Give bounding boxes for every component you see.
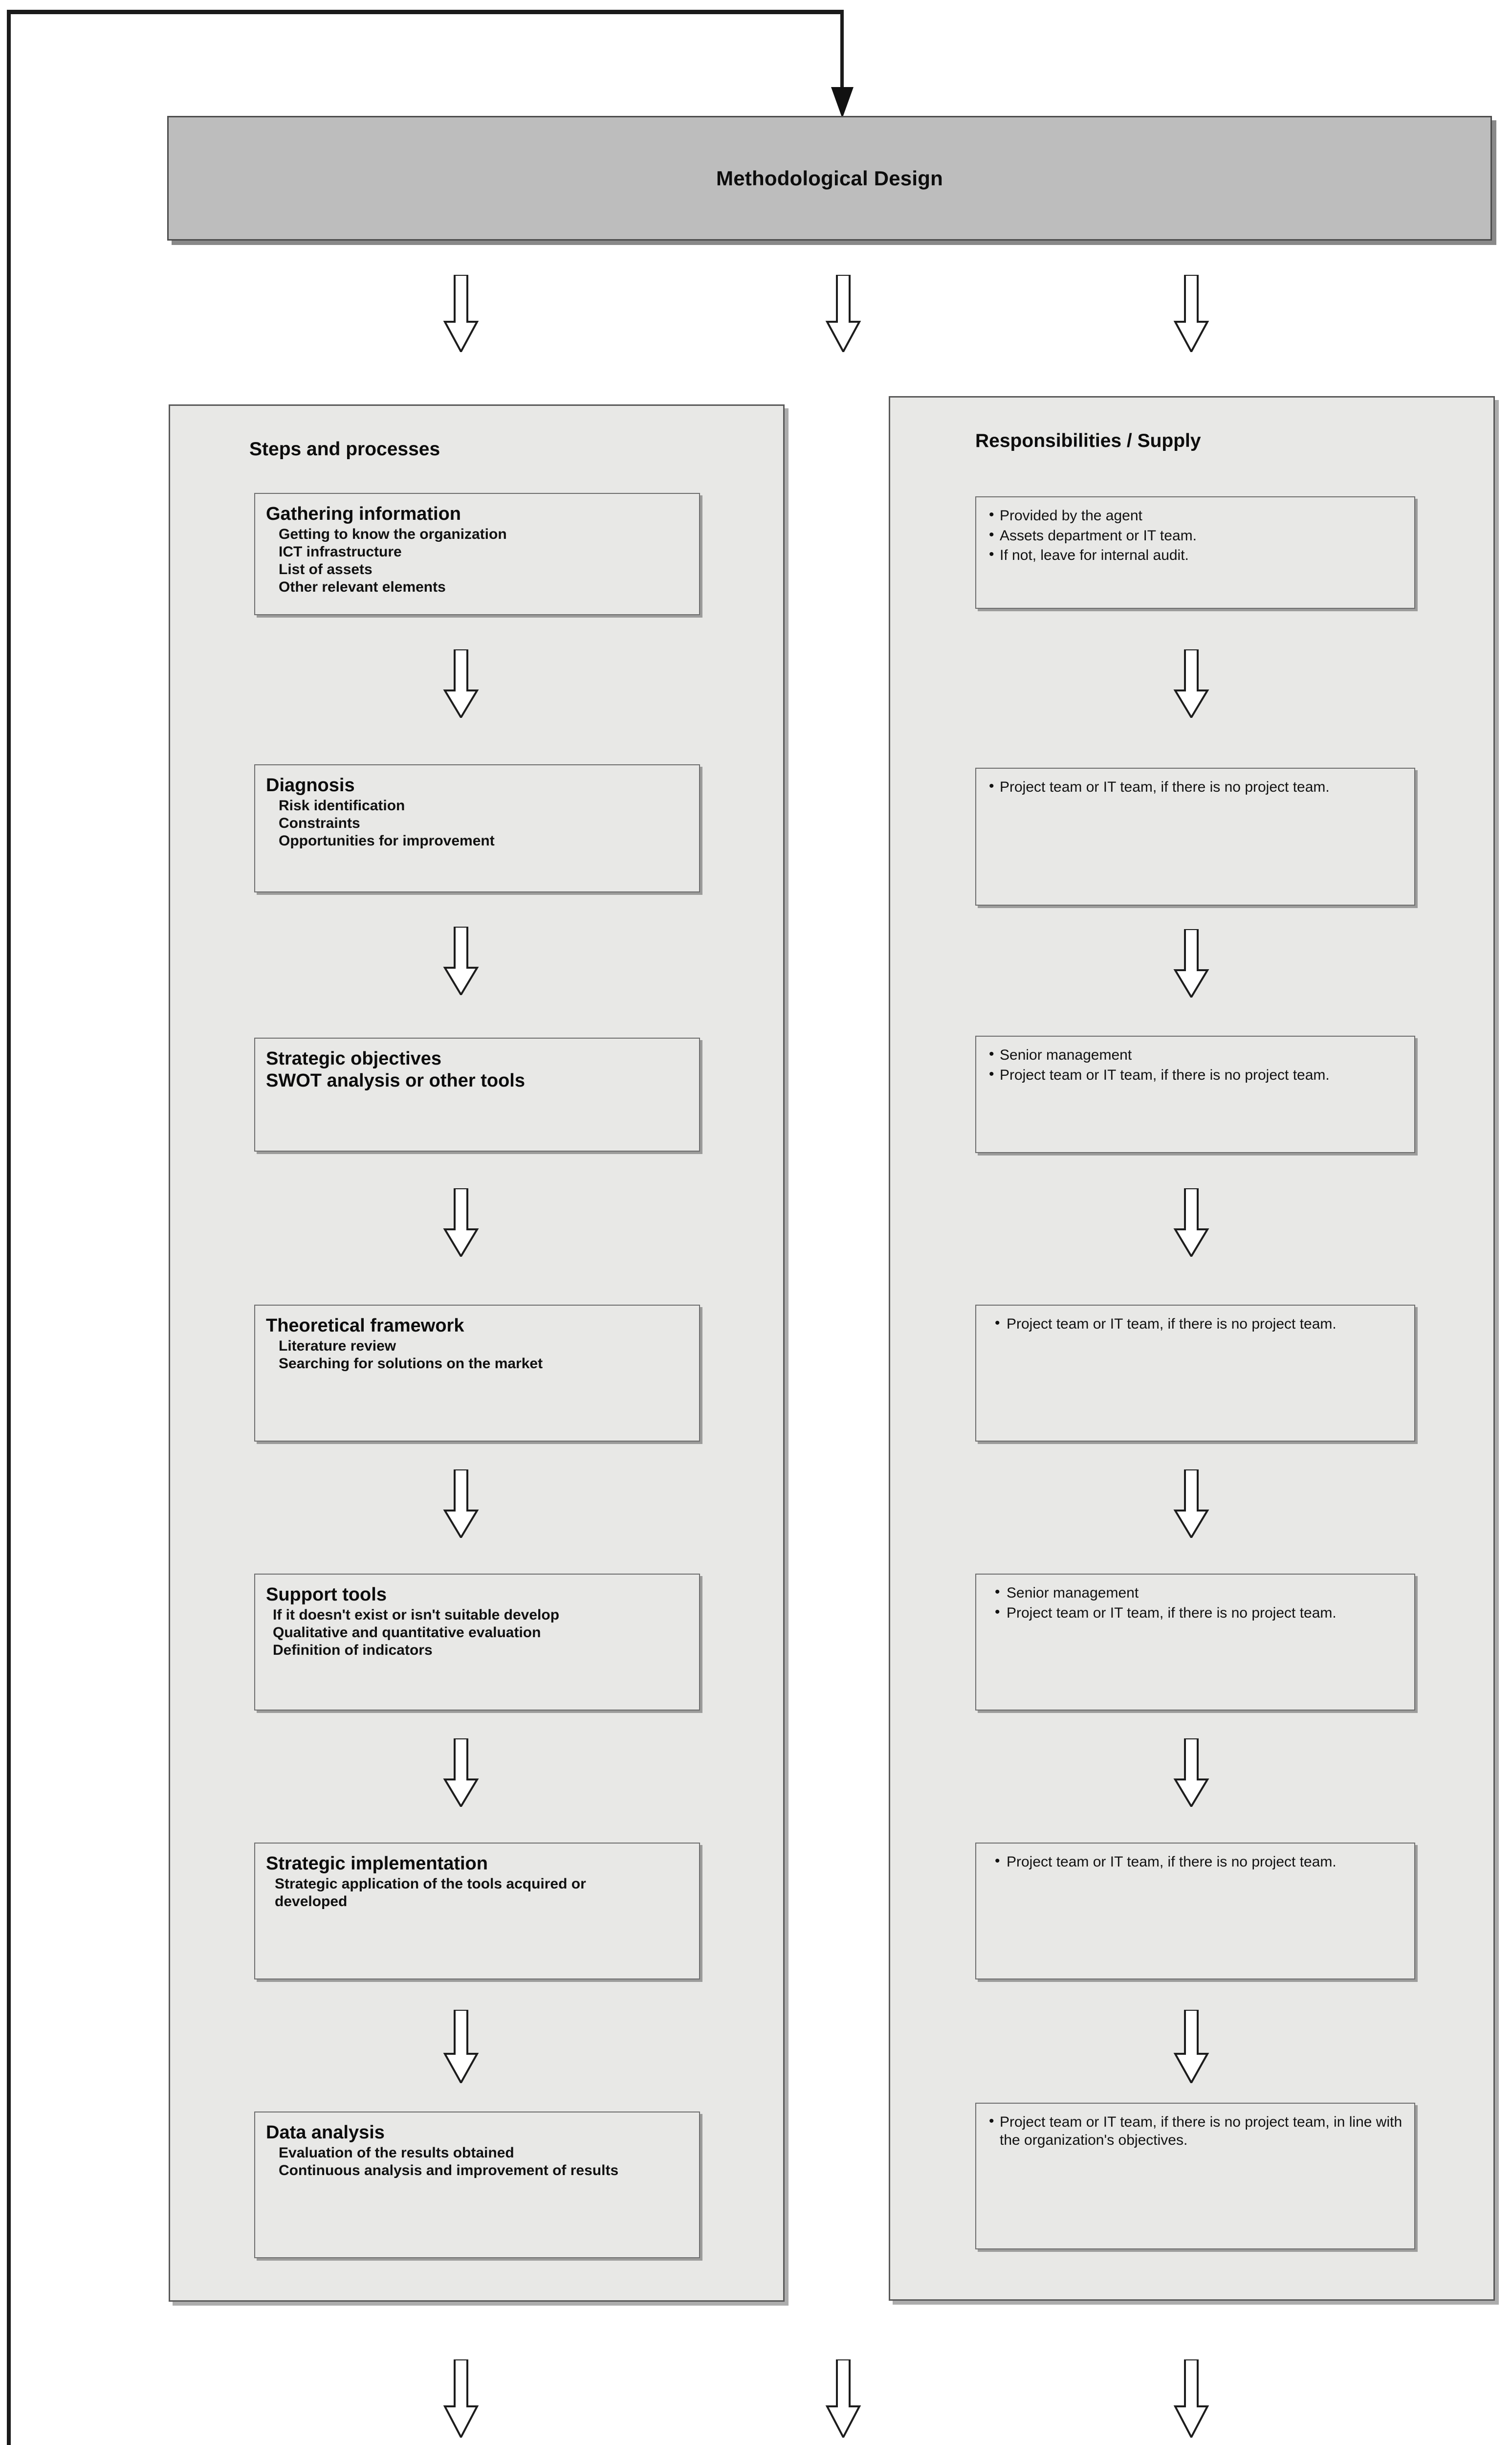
- responsibility-item: Project team or IT team, if there is no …: [987, 1066, 1403, 1085]
- step-card-strategic-implementation: Strategic implementation Strategic appli…: [254, 1843, 700, 1979]
- responsibility-card-3: Senior management Project team or IT tea…: [975, 1036, 1415, 1153]
- responsibility-item: Senior management: [987, 1583, 1403, 1602]
- feedback-loop-arrowhead-icon: [827, 87, 857, 118]
- block-arrow-down-icon: [1173, 1738, 1209, 1807]
- step-subitem: Literature review: [279, 1337, 396, 1354]
- step-subitem: Other relevant elements: [279, 578, 446, 595]
- panel-left-header: Steps and processes: [249, 439, 440, 460]
- responsibility-item: Project team or IT team, if there is no …: [987, 2112, 1403, 2149]
- step-subitem: Definition of indicators: [273, 1642, 433, 1658]
- responsibility-card-7: Project team or IT team, if there is no …: [975, 2103, 1415, 2249]
- responsibility-card-1: Provided by the agent Assets department …: [975, 496, 1415, 609]
- block-arrow-down-icon: [443, 275, 479, 352]
- step-subitem: Continuous analysis and improvement of r…: [279, 2162, 619, 2178]
- step-subitem: ICT infrastructure: [279, 543, 402, 560]
- block-arrow-down-icon: [443, 2010, 479, 2083]
- responsibility-item: Project team or IT team, if there is no …: [987, 1603, 1403, 1623]
- step-subitem: Searching for solutions on the market: [279, 1355, 543, 1372]
- block-arrow-down-icon: [1173, 1188, 1209, 1257]
- responsibility-list: Project team or IT team, if there is no …: [987, 1314, 1403, 1334]
- block-arrow-down-icon: [443, 649, 479, 718]
- step-title: Data analysis: [266, 2122, 385, 2143]
- step-subitem: Opportunities for improvement: [279, 832, 495, 849]
- block-arrow-down-icon: [443, 2359, 479, 2438]
- step-subitem: Qualitative and quantitative evaluation: [273, 1624, 541, 1641]
- block-arrow-down-icon: [825, 2359, 861, 2438]
- step-title: Theoretical framework: [266, 1315, 464, 1336]
- panel-right-header: Responsibilities / Supply: [975, 430, 1201, 451]
- responsibility-item: Project team or IT team, if there is no …: [987, 1852, 1403, 1871]
- responsibility-list: Senior management Project team or IT tea…: [987, 1583, 1403, 1623]
- step-card-theoretical-framework: Theoretical framework Literature review …: [254, 1305, 700, 1442]
- step-title: Strategic implementation: [266, 1853, 488, 1874]
- step-title: Gathering information: [266, 504, 461, 524]
- responsibility-item: Assets department or IT team.: [987, 526, 1403, 545]
- step-title: Diagnosis: [266, 775, 355, 796]
- responsibility-item: Senior management: [987, 1045, 1403, 1065]
- block-arrow-down-icon: [825, 275, 861, 352]
- block-arrow-down-icon: [1173, 649, 1209, 718]
- block-arrow-down-icon: [1173, 1469, 1209, 1538]
- step-title: Support tools: [266, 1584, 387, 1605]
- responsibility-list: Senior management Project team or IT tea…: [987, 1045, 1403, 1085]
- responsibility-card-2: Project team or IT team, if there is no …: [975, 768, 1415, 906]
- step-subitem: SWOT analysis or other tools: [266, 1070, 525, 1091]
- block-arrow-down-icon: [1173, 2010, 1209, 2083]
- step-title: Strategic objectives: [266, 1048, 442, 1069]
- feedback-loop-left-segment: [7, 10, 11, 2445]
- responsibility-card-6: Project team or IT team, if there is no …: [975, 1843, 1415, 1979]
- block-arrow-down-icon: [1173, 2359, 1209, 2438]
- step-subitem: List of assets: [279, 561, 373, 578]
- responsibility-card-5: Senior management Project team or IT tea…: [975, 1574, 1415, 1711]
- responsibility-list: Provided by the agent Assets department …: [987, 506, 1403, 565]
- step-card-support-tools: Support tools If it doesn't exist or isn…: [254, 1574, 700, 1711]
- responsibility-list: Project team or IT team, if there is no …: [987, 1852, 1403, 1871]
- block-arrow-down-icon: [443, 927, 479, 995]
- step-subitem: Getting to know the organization: [279, 526, 507, 542]
- step-card-data-analysis: Data analysis Evaluation of the results …: [254, 2112, 700, 2258]
- responsibility-item: Project team or IT team, if there is no …: [987, 778, 1403, 797]
- step-card-gathering-information: Gathering information Getting to know th…: [254, 493, 700, 615]
- banner-methodological-design: Methodological Design: [167, 116, 1492, 241]
- feedback-loop-top-segment: [7, 10, 844, 14]
- responsibility-item: Project team or IT team, if there is no …: [987, 1314, 1403, 1334]
- feedback-loop-entry-segment: [840, 10, 844, 92]
- step-subitem: Risk identification: [279, 797, 405, 814]
- block-arrow-down-icon: [1173, 929, 1209, 998]
- banner-top-label: Methodological Design: [716, 166, 943, 190]
- step-card-diagnosis: Diagnosis Risk identification Constraint…: [254, 764, 700, 892]
- responsibility-card-4: Project team or IT team, if there is no …: [975, 1305, 1415, 1442]
- step-subitem: Strategic application of the tools acqui…: [275, 1875, 586, 1910]
- block-arrow-down-icon: [443, 1469, 479, 1538]
- step-subitem: Constraints: [279, 815, 360, 831]
- step-subitem: Evaluation of the results obtained: [279, 2144, 514, 2161]
- block-arrow-down-icon: [443, 1738, 479, 1807]
- step-subitem: If it doesn't exist or isn't suitable de…: [273, 1606, 560, 1623]
- block-arrow-down-icon: [443, 1188, 479, 1257]
- responsibility-item: If not, leave for internal audit.: [987, 546, 1403, 565]
- responsibility-list: Project team or IT team, if there is no …: [987, 778, 1403, 797]
- block-arrow-down-icon: [1173, 275, 1209, 352]
- responsibility-list: Project team or IT team, if there is no …: [987, 2112, 1403, 2149]
- step-card-strategic-objectives: Strategic objectives SWOT analysis or ot…: [254, 1038, 700, 1152]
- responsibility-item: Provided by the agent: [987, 506, 1403, 525]
